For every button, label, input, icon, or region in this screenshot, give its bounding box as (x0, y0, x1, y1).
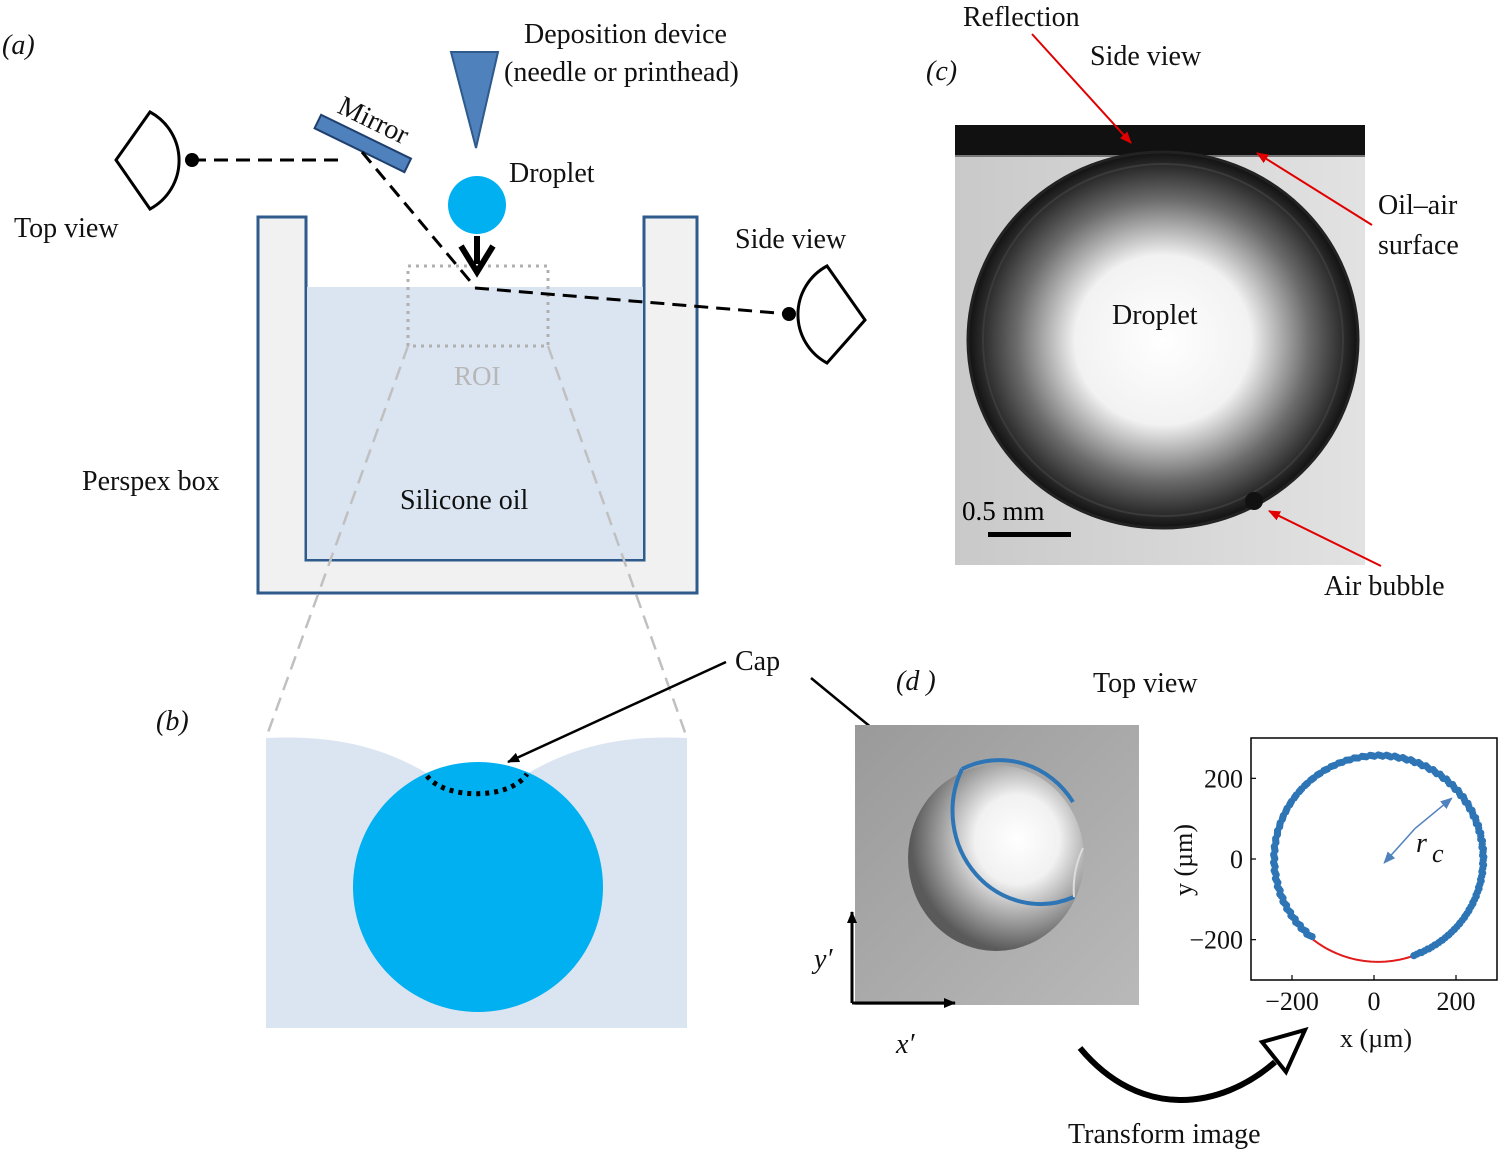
side-view-ray (474, 286, 790, 316)
roi-label: ROI (454, 361, 501, 391)
y-tick-label: −200 (1189, 926, 1243, 955)
deposition-label-2: (needle or printhead) (504, 57, 739, 88)
panel-d-label: (d ) (896, 666, 936, 697)
panel-b-label: (b) (156, 706, 189, 737)
data-point (1308, 932, 1316, 941)
silicone-oil-fill (307, 287, 643, 559)
transform-image-label: Transform image (1068, 1119, 1261, 1150)
y-axis-label: y (µm) (1169, 824, 1198, 896)
top-view-photo (855, 725, 1139, 1005)
droplet-zoom (353, 762, 603, 1012)
cap-dotted-curve (425, 772, 530, 797)
roi-box (406, 264, 550, 348)
y-tick-label: 0 (1230, 845, 1243, 874)
needle-icon (449, 51, 500, 149)
droplet-c-label: Droplet (1112, 300, 1198, 331)
radius-label-subscript: c (1432, 839, 1444, 868)
oil-air-label-2: surface (1378, 230, 1459, 261)
radius-arrow-inner (1383, 828, 1416, 864)
perspex-box (256, 215, 699, 595)
y-prime-label: y′ (811, 944, 833, 975)
zoom-line-left (264, 345, 410, 739)
panel-c-label: (c) (926, 56, 957, 87)
panel-a: (a) ROI Deposition device (needle or pri… (2, 19, 867, 739)
panel-d: (d ) Top view y′ x′ Transform image −200… (811, 666, 1498, 1150)
radius-arrow-outer (1414, 797, 1453, 830)
side-view-c-label: Side view (1090, 41, 1202, 72)
radius-label: r (1416, 828, 1427, 859)
panel-a-label: (a) (2, 30, 35, 61)
top-view-d-label: Top view (1093, 668, 1198, 699)
x-tick-label: −200 (1265, 987, 1319, 1016)
mirror-icon (313, 113, 413, 174)
x-tick-label: 0 (1368, 987, 1381, 1016)
droplet-icon (448, 176, 506, 234)
oil-air-label-1: Oil–air (1378, 190, 1458, 221)
air-bubble-arrow (1268, 510, 1382, 567)
chart-plot-area (1250, 737, 1498, 981)
transform-arrow (1077, 1046, 1277, 1103)
zoom-line-right (546, 345, 689, 739)
drop-arrow-head (458, 244, 496, 278)
panel-c: (c) Reflection Side view Droplet 0.5 mm … (926, 2, 1459, 602)
x-tick-label: 200 (1437, 987, 1476, 1016)
reflection-arrow (1031, 33, 1132, 144)
droplet-label: Droplet (509, 158, 595, 189)
top-view-ray-2 (360, 151, 477, 288)
air-bubble-label: Air bubble (1324, 571, 1445, 602)
x-axis-label: x (µm) (1340, 1024, 1412, 1053)
side-view-eye-outline (796, 264, 867, 365)
reflection-label: Reflection (963, 2, 1080, 33)
top-view-eye-outline (114, 110, 181, 211)
scale-bar-label: 0.5 mm (962, 496, 1045, 526)
y-tick-label: 200 (1204, 764, 1243, 793)
oil-air-arrow (1256, 152, 1373, 226)
side-view-photo (955, 125, 1365, 565)
x-prime-label: x′ (895, 1029, 915, 1060)
transform-arrow-head (1258, 1026, 1309, 1076)
cap-arrow-b (507, 660, 727, 764)
side-view-label: Side view (735, 224, 847, 255)
top-view-label: Top view (14, 213, 119, 244)
silicone-oil-label: Silicone oil (400, 485, 529, 516)
cap-label: Cap (735, 646, 780, 677)
scale-bar (988, 532, 1071, 537)
fitted-arc (1310, 937, 1415, 963)
deposition-label-1: Deposition device (524, 19, 727, 50)
perspex-box-label: Perspex box (82, 466, 220, 497)
